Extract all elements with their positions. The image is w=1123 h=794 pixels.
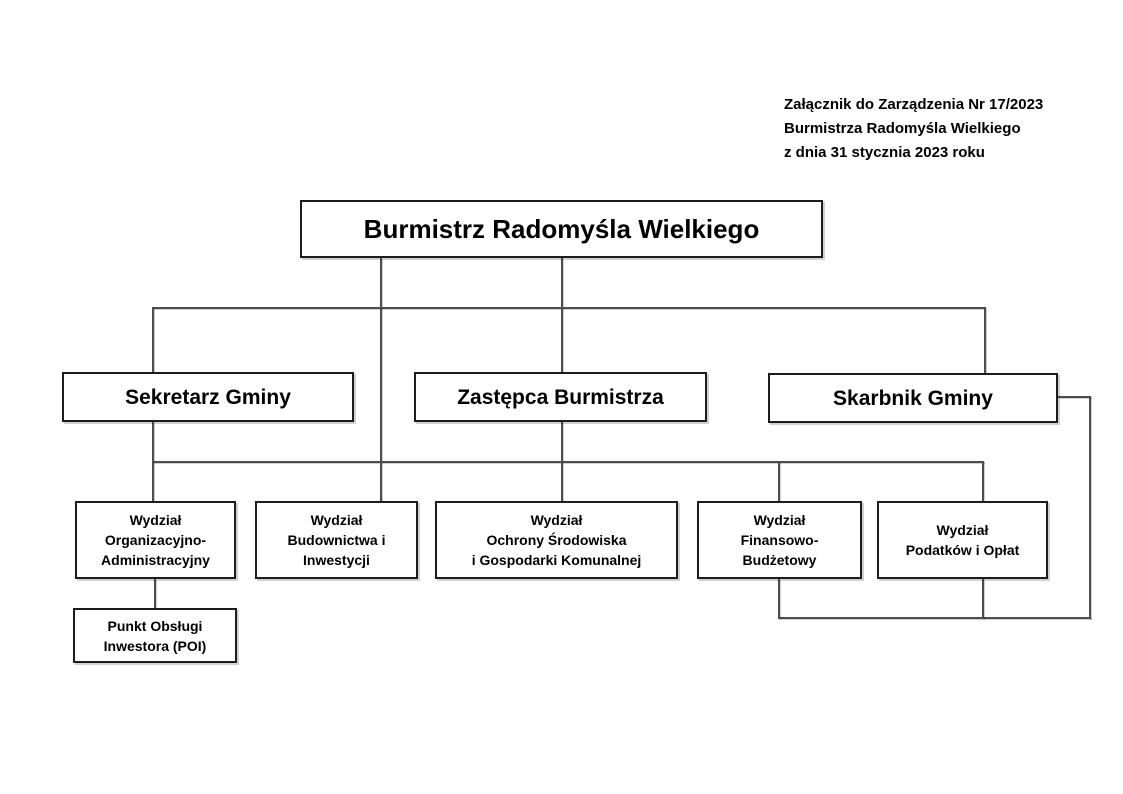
connector-line-v-worg-poi <box>154 579 156 608</box>
node-skarbnik-gminy-label: Skarbnik Gminy <box>833 386 993 410</box>
annotation-block: Załącznik do Zarządzenia Nr 17/2023 Burm… <box>784 93 1119 165</box>
annotation-line-1: Załącznik do Zarządzenia Nr 17/2023 <box>784 96 1044 113</box>
node-punkt-obslugi-inwestora-label: Punkt Obsługi Inwestora (POI) <box>103 617 207 654</box>
node-wydzial-ochrony-srodowiska-label: Wydział Ochrony Środowiska i Gospodarki … <box>471 512 642 568</box>
node-wydzial-organizacyjno-administracyjny: Wydział Organizacyjno- Administracyjny <box>75 501 236 579</box>
node-wydzial-podatkow-i-oplat-label: Wydział Podatków i Opłat <box>905 522 1020 558</box>
connector-line-h-level3-bus <box>153 461 984 463</box>
node-wydzial-budownictwa-i-inwestycji-label: Wydział Budownictwa i Inwestycji <box>287 512 386 568</box>
connector-line-h-bottom-wrap <box>779 617 1091 619</box>
node-zastepca-burmistrza: Zastępca Burmistrza <box>414 372 707 422</box>
connector-line-v-bus-wpod <box>982 461 984 501</box>
annotation-line-3: z dnia 31 stycznia 2023 roku <box>784 144 985 161</box>
connector-line-v-right-wrap <box>1089 396 1091 619</box>
connector-line-v-burmistrz-zastepca <box>561 258 563 372</box>
node-wydzial-podatkow-i-oplat: Wydział Podatków i Opłat <box>877 501 1048 579</box>
node-sekretarz-gminy-label: Sekretarz Gminy <box>125 385 291 409</box>
node-punkt-obslugi-inwestora: Punkt Obsługi Inwestora (POI) <box>73 608 237 663</box>
node-sekretarz-gminy: Sekretarz Gminy <box>62 372 354 422</box>
node-wydzial-organizacyjno-administracyjny-label: Wydział Organizacyjno- Administracyjny <box>101 512 210 568</box>
node-wydzial-ochrony-srodowiska: Wydział Ochrony Środowiska i Gospodarki … <box>435 501 678 579</box>
node-wydzial-budownictwa-i-inwestycji: Wydział Budownictwa i Inwestycji <box>255 501 418 579</box>
connector-line-h-level2-bus <box>153 307 985 309</box>
node-wydzial-finansowo-budzetowy-label: Wydział Finansowo- Budżetowy <box>740 512 819 568</box>
connector-line-v-wfin-bottom <box>778 579 780 619</box>
connector-line-h-skarbnik-right <box>1058 396 1091 398</box>
node-wydzial-finansowo-budzetowy: Wydział Finansowo- Budżetowy <box>697 501 862 579</box>
node-burmistrz: Burmistrz Radomyśla Wielkiego <box>300 200 823 258</box>
connector-line-v-bus-sekretarz <box>152 307 154 372</box>
connector-line-v-sekretarz-worg <box>152 422 154 501</box>
node-skarbnik-gminy: Skarbnik Gminy <box>768 373 1058 423</box>
connector-line-v-bus-skarbnik <box>984 307 986 374</box>
connector-line-v-wpod-bottom <box>982 579 984 619</box>
annotation-line-2: Burmistrza Radomyśla Wielkiego <box>784 120 1021 137</box>
node-burmistrz-label: Burmistrz Radomyśla Wielkiego <box>363 214 760 244</box>
connector-line-v-bus-wfin <box>778 461 780 501</box>
connector-line-v-zastepca-wosr <box>561 422 563 501</box>
node-zastepca-burmistrza-label: Zastępca Burmistrza <box>457 385 664 409</box>
connector-line-v-burmistrz-budownictwa <box>380 258 382 501</box>
